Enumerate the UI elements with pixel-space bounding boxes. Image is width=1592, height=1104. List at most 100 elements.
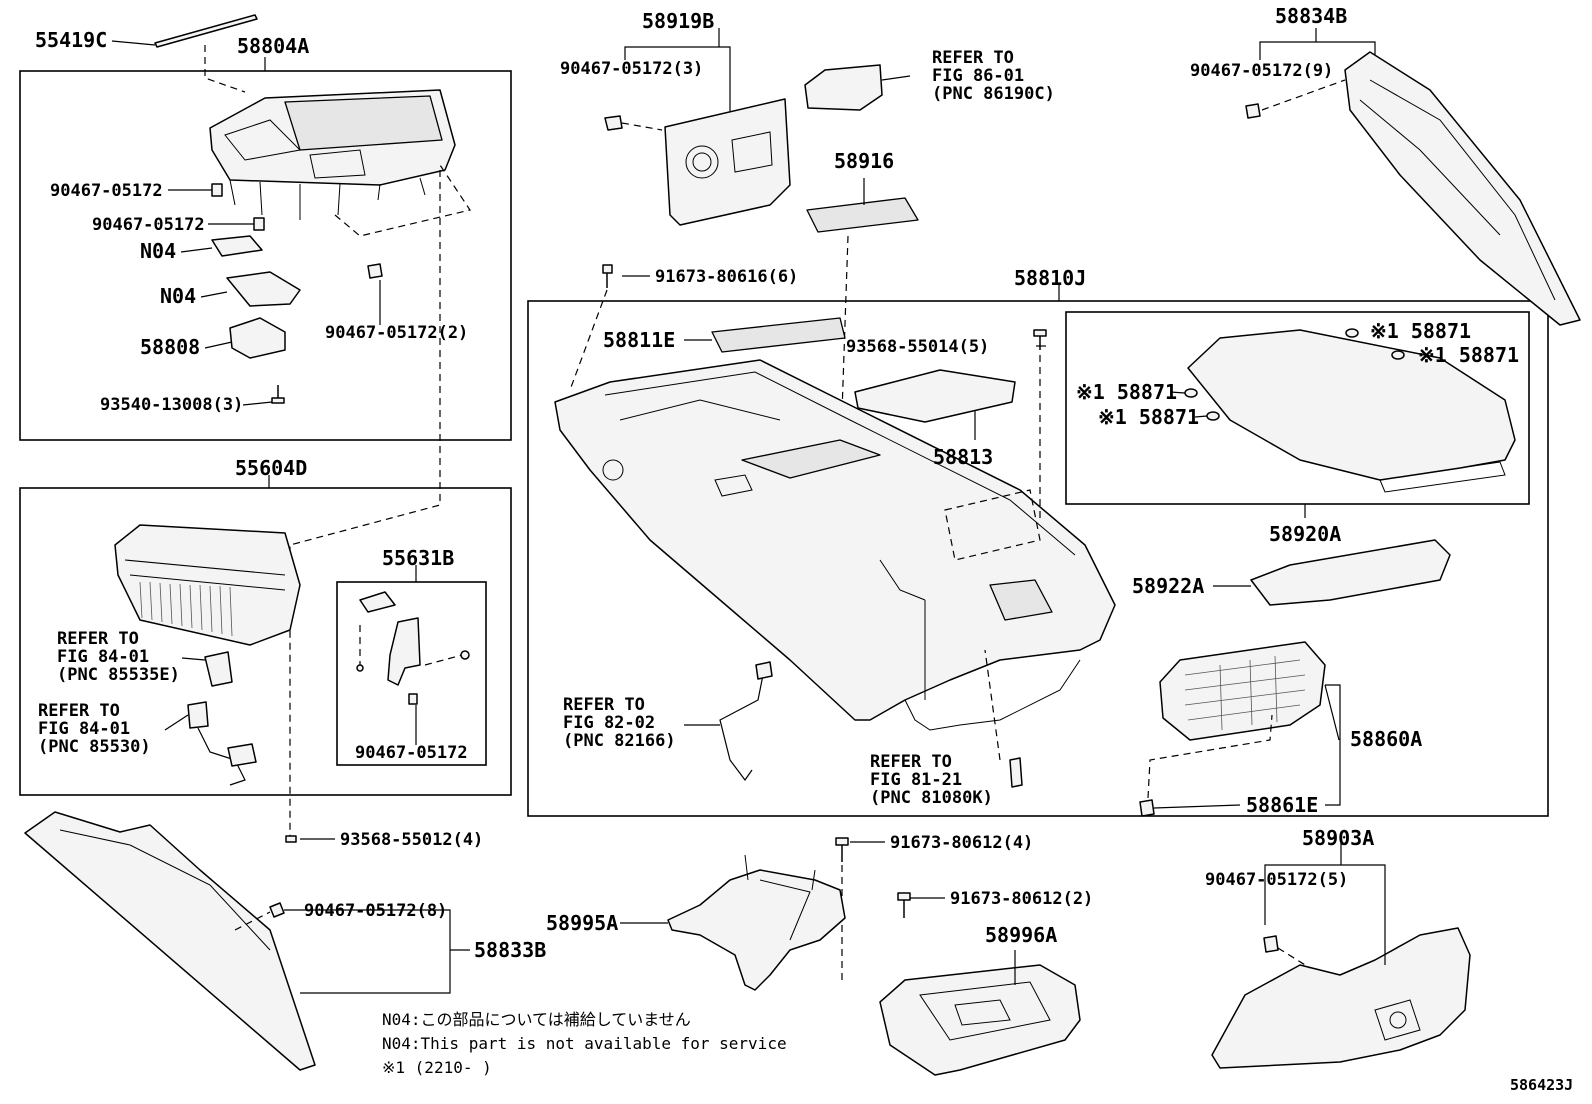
note-line-2: N04:This part is not available for servi… [382, 1034, 787, 1053]
part-58919B-panel [664, 98, 791, 226]
part-screw-55631B [460, 650, 470, 660]
part-58922A [1250, 539, 1451, 606]
refer-82-line1: REFER TO [563, 695, 645, 715]
part-58871-a [1345, 328, 1359, 338]
label-58871-d: ※1 58871 [1098, 405, 1199, 429]
label-93568-55014-5: 93568-55014(5) [846, 337, 989, 357]
label-N04-a: N04 [140, 239, 176, 263]
refer-81-line3: (PNC 81080K) [870, 788, 993, 808]
refer-82-line2: FIG 82-02 [563, 713, 655, 733]
dash-lead-3 [289, 170, 441, 838]
label-58903A: 58903A [1302, 826, 1374, 850]
dash-lead-55631B [359, 625, 463, 666]
part-55419C-strip [154, 14, 258, 48]
dash-lead-91673-80616 [569, 289, 608, 391]
label-91673-80612-2: 91673-80612(2) [950, 889, 1093, 909]
dash-lead-58833B [234, 911, 271, 931]
dash-lead-58919B [621, 122, 663, 131]
label-90467-05172-9: 90467-05172(9) [1190, 61, 1333, 81]
part-85530-connector [227, 743, 257, 767]
part-screw-93568-55012 [285, 835, 297, 843]
label-90467-05172-2: 90467-05172(2) [325, 323, 468, 343]
part-screw-91673-80616 [602, 264, 613, 288]
part-55631B-bracket-a [359, 591, 396, 613]
refer-84a-line3: (PNC 85535E) [57, 665, 180, 685]
label-58808: 58808 [140, 335, 200, 359]
part-clip-90467-b [253, 217, 265, 231]
part-82166-wire [719, 674, 764, 782]
label-58861E: 58861E [1246, 793, 1318, 817]
part-58833B-panel [24, 811, 316, 1071]
part-clip-90467-5 [1263, 935, 1279, 953]
refer-84a-line1: REFER TO [57, 629, 139, 649]
part-58871-b [1391, 350, 1405, 360]
note-line-1: N04:この部品については補給していません [382, 1010, 691, 1029]
note-line-3: ※1 (2210- ) [382, 1058, 492, 1077]
part-85530 [187, 701, 209, 729]
label-58920A: 58920A [1269, 522, 1341, 546]
label-90467-05172-8: 90467-05172(8) [304, 901, 447, 921]
label-58834B: 58834B [1275, 4, 1347, 28]
part-55631B-bracket-b [387, 617, 421, 686]
part-58804A-panel [209, 89, 456, 220]
part-85535E [204, 651, 233, 687]
part-81080K [1009, 757, 1023, 788]
part-clip-90467-a [211, 183, 223, 197]
refer-84b-line3: (PNC 85530) [38, 737, 151, 757]
part-58808 [229, 317, 286, 359]
part-screw-91673-80612-4 [835, 837, 849, 862]
dash-lead-58861E [1147, 714, 1273, 799]
refer-82-line3: (PNC 82166) [563, 731, 676, 751]
refer-84b-line2: FIG 84-01 [38, 719, 130, 739]
part-clip-90467-8 [269, 902, 285, 918]
dash-lead-2 [334, 164, 471, 237]
label-58811E: 58811E [603, 328, 675, 352]
refer-86-line1: REFER TO [932, 48, 1014, 68]
group-box-58810J [527, 300, 1549, 817]
label-58833B: 58833B [474, 938, 546, 962]
dash-lead-58903A [1277, 947, 1311, 969]
refer-81-line2: FIG 81-21 [870, 770, 962, 790]
dash-lead-box [944, 489, 1041, 561]
dash-lead-58834B [1261, 79, 1346, 111]
figure-code: 586423J [1510, 1076, 1573, 1094]
label-58860A: 58860A [1350, 727, 1422, 751]
label-58996A: 58996A [985, 923, 1057, 947]
dash-lead-81080K [984, 649, 1001, 761]
label-90467-05172-c: 90467-05172 [355, 743, 468, 763]
refer-81-line1: REFER TO [870, 752, 952, 772]
part-58811E [711, 317, 846, 353]
label-58804A: 58804A [237, 34, 309, 58]
part-58860A-vent [1159, 641, 1326, 741]
part-58813-tray [854, 369, 1016, 423]
part-clip-90467-2 [367, 263, 383, 279]
group-box-55604D [19, 487, 512, 796]
group-box-55631B [336, 581, 487, 766]
label-90467-05172-3: 90467-05172(3) [560, 59, 703, 79]
part-58996A-tray [879, 964, 1081, 1076]
label-58871-a: ※1 58871 [1370, 319, 1471, 343]
label-90467-05172-5: 90467-05172(5) [1205, 870, 1348, 890]
part-screw-91673-80612-2 [897, 892, 911, 918]
label-90467-05172-b: 90467-05172 [92, 215, 205, 235]
label-58871-b: ※1 58871 [1418, 343, 1519, 367]
label-58922A: 58922A [1132, 574, 1204, 598]
dash-lead-1 [204, 45, 246, 93]
label-58916: 58916 [834, 149, 894, 173]
label-93540-13008: 93540-13008(3) [100, 395, 243, 415]
part-58871-d [1206, 411, 1220, 421]
part-58920A-armrest [1187, 329, 1516, 493]
part-82166-connector [755, 661, 773, 680]
refer-86-line2: FIG 86-01 [932, 66, 1024, 86]
label-93568-55012-4: 93568-55012(4) [340, 830, 483, 850]
part-screw-55631B-b [356, 664, 364, 672]
label-58810J: 58810J [1014, 266, 1086, 290]
part-55604D-unit [114, 524, 301, 646]
label-58813: 58813 [933, 445, 993, 469]
label-55631B: 55631B [382, 546, 454, 570]
label-N04-b: N04 [160, 284, 196, 308]
label-58995A: 58995A [546, 911, 618, 935]
part-58995A-bracket [667, 854, 846, 991]
